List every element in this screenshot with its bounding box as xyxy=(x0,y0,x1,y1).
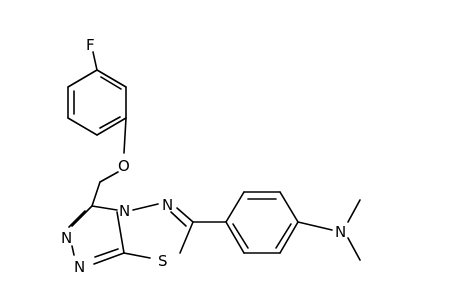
atom-label-oxygen: O xyxy=(118,157,130,175)
bond xyxy=(179,221,194,254)
bond xyxy=(91,205,118,211)
bond xyxy=(279,221,299,254)
bond xyxy=(297,221,333,231)
bond xyxy=(99,116,121,129)
bond xyxy=(123,117,127,154)
bond xyxy=(176,207,194,223)
bond xyxy=(93,252,125,265)
bond xyxy=(279,191,299,223)
bond xyxy=(100,76,122,90)
bond xyxy=(96,117,127,136)
bond xyxy=(71,205,93,227)
bond xyxy=(232,223,249,249)
atom-label-nitrogen: N xyxy=(162,196,173,214)
atom-label-sulfur: S xyxy=(158,252,168,270)
bond xyxy=(67,69,98,88)
bond xyxy=(347,237,361,261)
bond xyxy=(132,203,159,211)
bond xyxy=(71,245,75,256)
atom-label-nitrogen: N xyxy=(74,258,85,276)
bond xyxy=(91,181,101,207)
bond xyxy=(99,171,119,183)
bond xyxy=(225,191,245,223)
atom-label-nitrogen: N xyxy=(61,229,72,247)
bond xyxy=(347,199,361,223)
bond xyxy=(275,223,292,249)
atom-label-fluorine: F xyxy=(86,36,95,54)
bond xyxy=(225,221,245,254)
atom-label-nitrogen: N xyxy=(119,202,130,220)
atom-label-nitrogen: N xyxy=(335,223,346,241)
bond xyxy=(92,51,98,71)
bond xyxy=(116,211,125,254)
bond xyxy=(68,210,86,228)
bond xyxy=(96,69,127,88)
bond xyxy=(67,117,98,136)
dimethylaminophenyl-ring xyxy=(225,191,299,254)
bond xyxy=(170,211,187,227)
triazolothiadiazole-core xyxy=(68,203,194,265)
bond xyxy=(123,252,151,259)
fluorophenyl-ring xyxy=(67,69,127,136)
bond xyxy=(94,248,119,258)
